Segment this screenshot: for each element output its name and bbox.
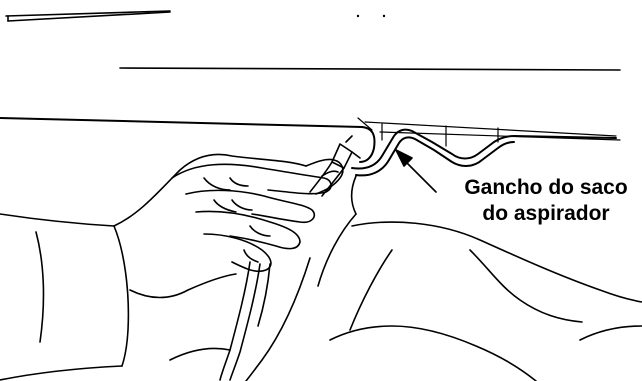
callout-line-1: Gancho do saco bbox=[446, 175, 642, 201]
callout-line-2: do aspirador bbox=[446, 201, 642, 227]
callout-arrow bbox=[396, 150, 436, 192]
hand bbox=[0, 155, 343, 380]
housing-edge bbox=[0, 118, 620, 162]
hook-callout-label: Gancho do saco do aspirador bbox=[446, 175, 642, 227]
bag-hook bbox=[352, 124, 616, 175]
top-edge-strokes bbox=[6, 11, 620, 70]
